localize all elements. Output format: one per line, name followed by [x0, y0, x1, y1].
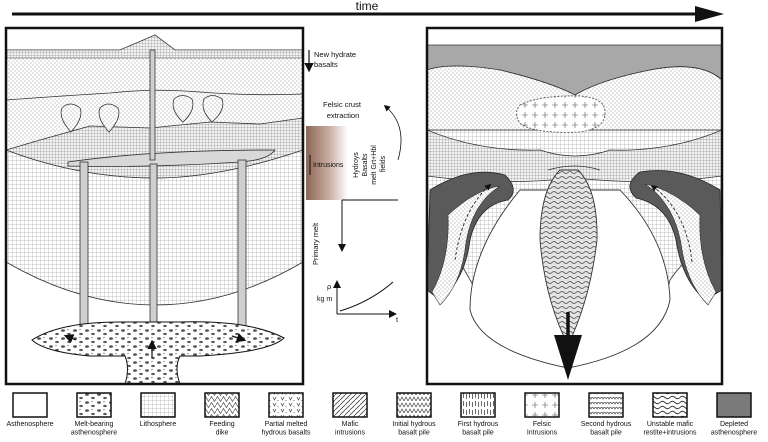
legend-swatch-teeth [396, 392, 432, 418]
density-curve [339, 281, 394, 312]
new-hydrate-basalt-layer [6, 34, 303, 59]
intrusion-gradient-box [306, 126, 348, 200]
legend-swatch-blobs [76, 392, 112, 418]
legend-label: Asthenosphere [6, 421, 53, 428]
time-arrowhead [695, 6, 724, 22]
legend-swatch-cross [524, 392, 560, 418]
mafic-sill [67, 149, 276, 167]
melt-bearing-asthenosphere [31, 321, 285, 384]
hydroys-fields-label: Hydroys Basalts melt Grt+Hbl fields [353, 143, 387, 185]
right-panel [425, 26, 724, 386]
svg-text:Hydroys Basalts: Hydroys Basalts melt Grt+Hbl fields [353, 143, 387, 184]
primary-melt-label: Primary melt [311, 222, 320, 265]
legend-swatch-grid [140, 392, 176, 418]
legend-swatch-zigzag [204, 392, 240, 418]
svg-text:Primary melt: Primary melt [311, 222, 320, 265]
felsic-intrusion-body [516, 95, 606, 133]
intrusions-label: Intrusions [313, 162, 344, 169]
delamination-arrow [554, 335, 582, 380]
legend-label: Lithosphere [140, 421, 177, 428]
density-graph: ρ kg m t [317, 280, 399, 324]
t-axis-label: t [396, 315, 399, 324]
left-panel [4, 26, 305, 386]
time-label: time [356, 0, 379, 13]
legend-swatch-vbars [460, 392, 496, 418]
left-panel-frame [4, 26, 305, 386]
middle-annotations: New hydrate basalts Felsic crust extract… [304, 50, 402, 324]
new-hydrate-basalts-label: New hydrate basalts [314, 50, 358, 69]
legend-swatch-dark [716, 392, 752, 418]
legend-item-grid: Lithosphere [140, 392, 177, 428]
melt-channel-right [644, 183, 717, 306]
extraction-arrow [383, 104, 402, 161]
felsic-crust-extraction-label: Felsic crust extraction [323, 100, 363, 120]
right-panel-frame [425, 26, 724, 386]
legend-swatch-scallop [588, 392, 624, 418]
legend-swatch-plain [12, 392, 48, 418]
rho-label: ρ [327, 282, 331, 291]
rho-unit-label: kg m [317, 296, 332, 303]
melt-droplets [60, 95, 224, 133]
legend-swatch-vees [268, 392, 304, 418]
legend-swatch-diagonal [332, 392, 368, 418]
legend-item-plain: Asthenosphere [6, 392, 54, 428]
right-lithosphere-upper [427, 129, 722, 182]
legend-swatch-waves [652, 392, 688, 418]
